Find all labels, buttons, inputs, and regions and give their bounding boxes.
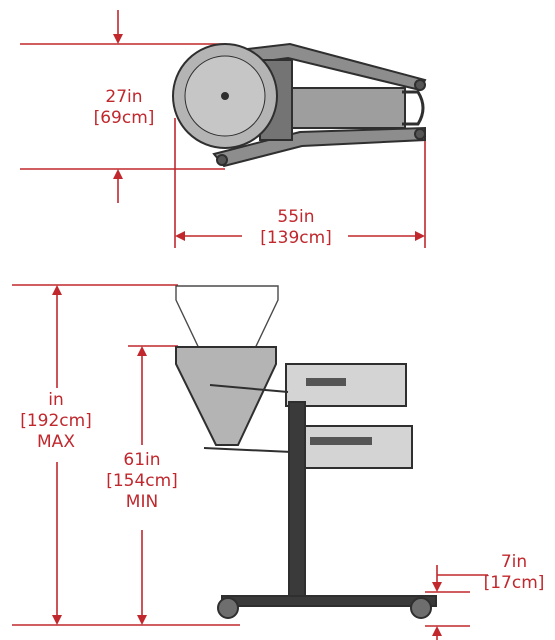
top-hopper-center: [221, 92, 229, 100]
base-rail: [221, 595, 437, 607]
width-imperial: 27in: [105, 87, 143, 107]
top-wheel-3: [216, 154, 228, 166]
max-height-metric: [192cm]: [20, 411, 92, 431]
top-wheel-2: [414, 128, 426, 140]
base-arrowhead-top: [432, 582, 442, 592]
max-height-qualifier: MAX: [37, 432, 75, 452]
base-height-metric: [17cm]: [483, 573, 545, 593]
width-dimension-label: 27in [69cm]: [80, 87, 168, 129]
width-arrowhead-bottom: [113, 169, 123, 179]
min-height-dimension-label: 61in [154cm] MIN: [92, 450, 192, 513]
min-arrowhead-bottom: [137, 615, 147, 625]
length-metric: [139cm]: [260, 228, 332, 248]
min-height-qualifier: MIN: [125, 492, 159, 512]
base-height-dimension-label: 7in [17cm]: [474, 552, 554, 594]
max-arrowhead-bottom: [52, 615, 62, 625]
upper-arm: [209, 384, 289, 393]
length-imperial: 55in: [277, 207, 315, 227]
lower-head: [289, 425, 413, 469]
min-height-imperial: 61in: [123, 450, 161, 470]
min-height-metric: [154cm]: [106, 471, 178, 491]
length-dimension-label: 55in [139cm]: [246, 207, 346, 249]
width-metric: [69cm]: [93, 108, 155, 128]
caster-left: [217, 597, 239, 619]
top-view-machine: [172, 42, 427, 168]
column: [288, 401, 306, 599]
base-arrowhead-bottom: [432, 626, 442, 636]
width-arrowhead-top: [113, 34, 123, 44]
top-handle: [402, 90, 425, 126]
lower-arm: [203, 447, 293, 453]
length-arrowhead-left: [175, 231, 185, 241]
length-arrowhead-right: [415, 231, 425, 241]
max-height-imperial: in: [48, 390, 64, 410]
top-frame-lower-arm: [212, 126, 426, 168]
upper-head-slot: [306, 378, 346, 386]
max-height-dimension-label: in [192cm] MAX: [6, 390, 106, 453]
side-view-machine: [175, 285, 437, 619]
top-wheel-1: [414, 79, 426, 91]
lower-head-slot: [310, 437, 372, 445]
max-arrowhead-top: [52, 285, 62, 295]
hopper-lowered: [175, 346, 277, 446]
caster-right: [410, 597, 432, 619]
min-arrowhead-top: [137, 346, 147, 356]
base-height-imperial: 7in: [500, 552, 528, 572]
